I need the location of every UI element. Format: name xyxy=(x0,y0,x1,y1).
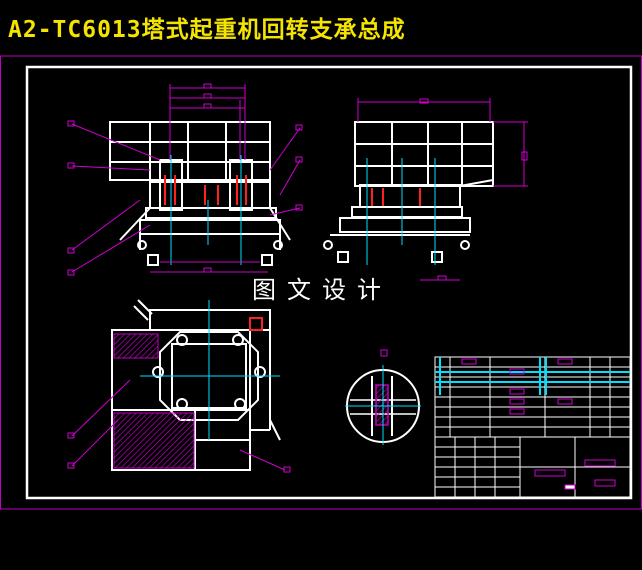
front-view-sections xyxy=(164,175,247,205)
title-block xyxy=(434,436,631,498)
title-block-text-marks xyxy=(461,358,616,490)
detail-view xyxy=(345,349,421,445)
top-view-hatching xyxy=(113,333,195,469)
front-view xyxy=(109,121,291,266)
drawing-frame xyxy=(25,65,633,500)
front-view-dimensions xyxy=(67,83,303,276)
drawing-title: A2-TC6013塔式起重机回转支承总成 xyxy=(8,17,406,43)
section-marker xyxy=(249,317,263,331)
parts-list-highlight xyxy=(435,357,630,395)
side-view-dimensions xyxy=(357,98,528,281)
top-view-centerlines xyxy=(140,300,280,440)
side-view xyxy=(323,121,494,263)
side-view-sections xyxy=(371,188,421,206)
side-view-centerlines xyxy=(366,158,436,265)
top-view-dimensions xyxy=(67,379,291,473)
parts-list xyxy=(434,356,631,438)
watermark-text: 图文设计 xyxy=(252,276,392,304)
front-view-centerlines xyxy=(170,155,242,265)
top-view xyxy=(111,299,281,471)
